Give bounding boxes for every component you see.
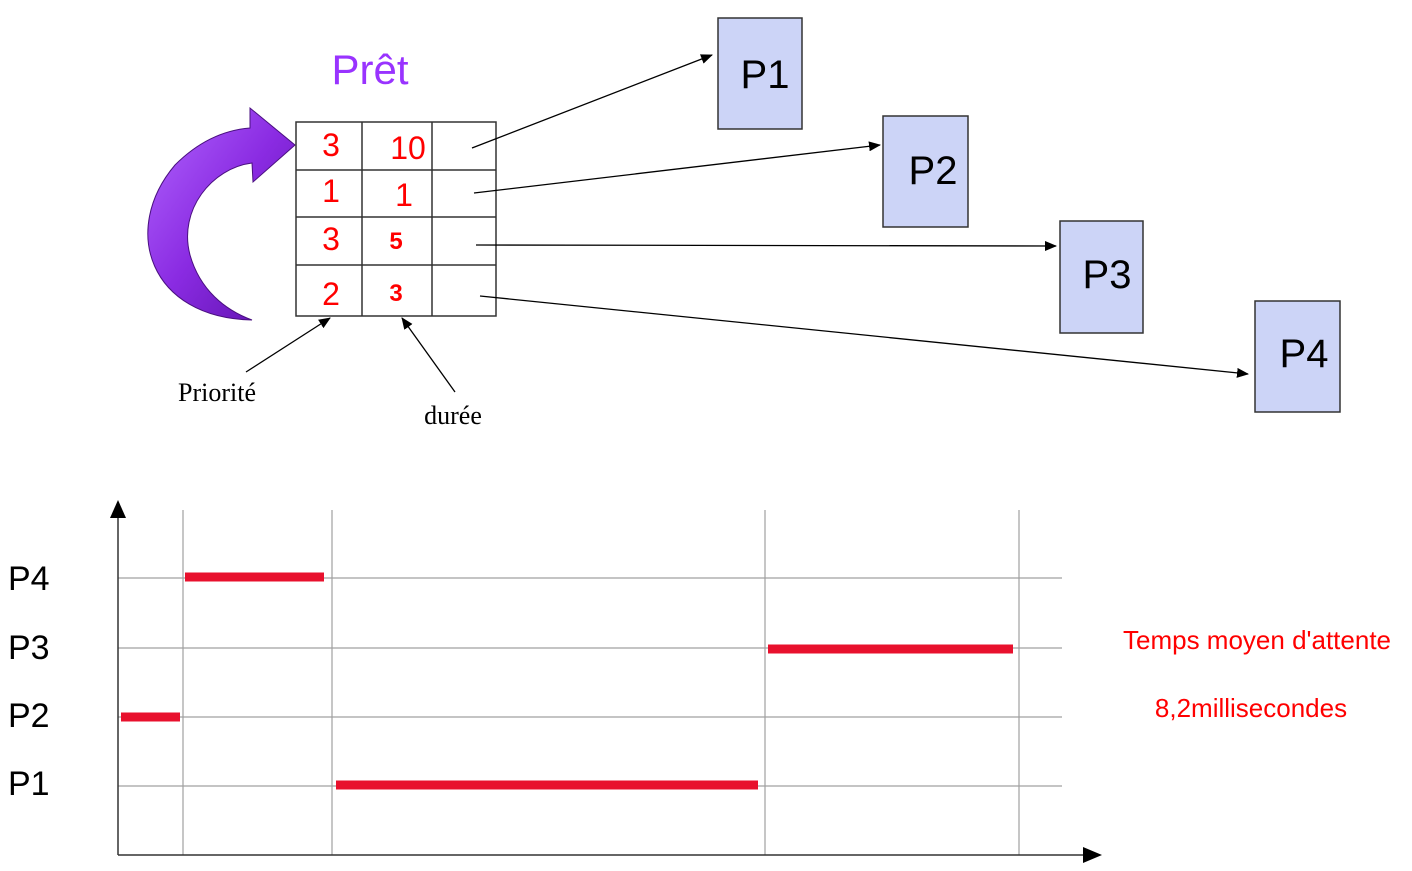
gantt-chart: P4 P3 P2 P1 xyxy=(8,500,1102,863)
gantt-x-axis-arrow-icon xyxy=(1083,847,1102,863)
gantt-row-label-p1: P1 xyxy=(8,765,50,803)
process-box-p1: P1 xyxy=(717,17,803,130)
ready-queue-table xyxy=(295,121,497,317)
process-box-p4: P4 xyxy=(1254,300,1341,413)
process-label-p2: P2 xyxy=(909,149,958,193)
gantt-row-label-p3: P3 xyxy=(8,629,50,667)
process-label-p3: P3 xyxy=(1083,253,1132,297)
queue-duration-3: 5 xyxy=(389,228,402,255)
gantt-y-axis-arrow-icon xyxy=(110,500,126,518)
priority-pointer-arrow xyxy=(245,317,331,373)
queue-duration-1: 10 xyxy=(390,130,426,166)
queue-duration-4: 3 xyxy=(389,280,402,307)
queue-priority-3: 3 xyxy=(322,221,340,257)
avg-wait-label: Temps moyen d'attente xyxy=(1123,625,1391,655)
arrow-to-p2 xyxy=(473,141,881,194)
queue-priority-1: 3 xyxy=(322,127,340,163)
process-box-p3: P3 xyxy=(1059,220,1144,334)
duration-pointer-arrow xyxy=(401,317,456,393)
queue-priority-4: 2 xyxy=(322,276,340,312)
priority-label: Priorité xyxy=(178,378,256,407)
arrow-to-p4 xyxy=(479,295,1249,378)
recycle-arrow-icon xyxy=(147,106,296,321)
gantt-row-label-p2: P2 xyxy=(8,697,50,735)
process-label-p1: P1 xyxy=(741,53,790,97)
arrow-to-p1 xyxy=(471,54,713,149)
gantt-bars xyxy=(121,572,1013,790)
process-box-p2: P2 xyxy=(882,115,969,228)
queue-priority-2: 1 xyxy=(322,173,340,209)
duration-label: durée xyxy=(424,401,482,430)
avg-wait-value: 8,2millisecondes xyxy=(1155,693,1347,723)
arrow-to-p3 xyxy=(475,240,1057,251)
ready-queue-title: Prêt xyxy=(331,46,408,93)
process-label-p4: P4 xyxy=(1280,332,1329,376)
queue-duration-2: 1 xyxy=(395,177,413,213)
gantt-row-label-p4: P4 xyxy=(8,560,50,598)
